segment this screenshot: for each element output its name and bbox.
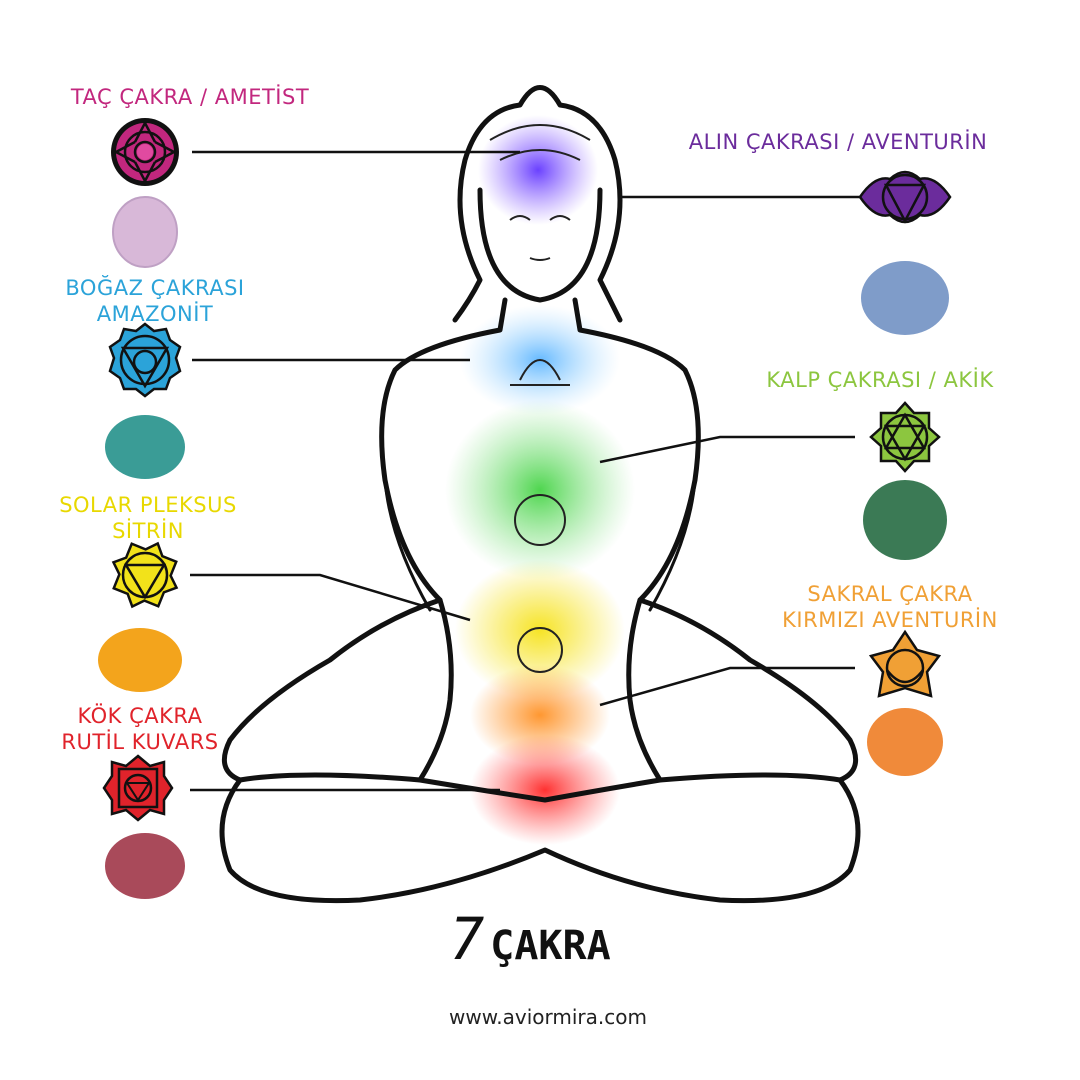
citrine-stone — [98, 628, 182, 692]
crown-glow — [478, 115, 598, 225]
heart-chakra-icon — [869, 401, 941, 473]
sacral-chakra-name: SAKRAL ÇAKRA — [807, 582, 973, 606]
heart-chakra-label: KALP ÇAKRASI / AKİK — [766, 368, 994, 392]
agate-stone — [863, 480, 947, 560]
amazonite-stone — [105, 415, 185, 479]
heart-glow — [445, 400, 635, 580]
connector-lines — [190, 150, 860, 792]
crown-chakra-icon — [111, 118, 179, 186]
solar-glow — [455, 560, 625, 700]
red-aventurine-stone — [867, 708, 943, 776]
third-eye-chakra-icon — [858, 170, 952, 224]
title-number: 7 — [449, 905, 485, 973]
throat-chakra-stone: AMAZONİT — [96, 302, 214, 326]
rutile-quartz-stone — [105, 833, 185, 899]
aventurine-blue-stone — [861, 261, 949, 335]
throat-chakra-name: BOĞAZ ÇAKRASI — [65, 276, 245, 300]
third-eye-chakra-label: ALIN ÇAKRASI / AVENTURİN — [688, 130, 988, 154]
root-glow — [470, 735, 620, 845]
root-chakra-stone: RUTİL KUVARS — [61, 730, 219, 754]
solar-plexus-chakra-name: SOLAR PLEKSUS — [59, 493, 237, 517]
website-link[interactable]: www.aviormira.com — [449, 1005, 647, 1029]
solar-plexus-chakra-stone: SİTRİN — [112, 519, 184, 543]
throat-chakra-label: BOĞAZ ÇAKRASI AMAZONİT — [65, 275, 244, 327]
root-chakra-icon — [102, 754, 174, 822]
sacral-chakra-label: SAKRAL ÇAKRA KIRMIZI AVENTURİN — [782, 581, 998, 633]
sacral-chakra-stone: KIRMIZI AVENTURİN — [782, 608, 998, 632]
crown-chakra-label: TAÇ ÇAKRA / AMETİST — [70, 85, 310, 109]
throat-chakra-icon — [108, 322, 182, 398]
root-chakra-name: KÖK ÇAKRA — [77, 704, 203, 728]
solar-plexus-chakra-label: SOLAR PLEKSUS SİTRİN — [59, 492, 237, 544]
title-word: ÇAKRA — [490, 923, 611, 969]
amethyst-stone — [112, 196, 178, 268]
sacral-chakra-icon — [868, 629, 942, 698]
solar-plexus-chakra-icon — [111, 541, 179, 609]
root-chakra-label: KÖK ÇAKRA RUTİL KUVARS — [61, 703, 218, 755]
